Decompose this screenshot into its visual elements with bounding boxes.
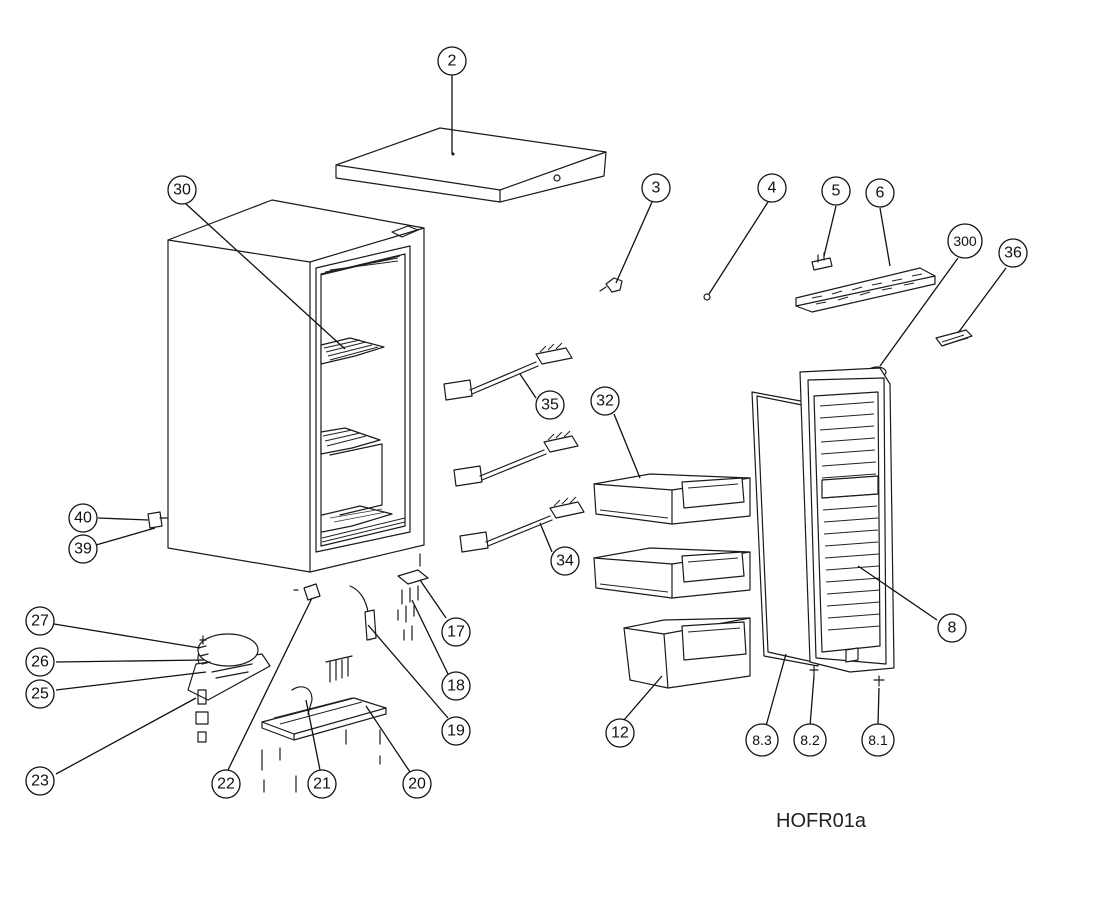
svg-text:27: 27 (31, 613, 49, 630)
callout-25: 25 (25, 679, 55, 709)
callout-19: 19 (441, 716, 471, 746)
top-cover-part (335, 127, 607, 203)
svg-text:3: 3 (652, 180, 661, 197)
callout-39: 39 (68, 534, 98, 564)
callout-30: 30 (167, 175, 197, 205)
svg-text:23: 23 (31, 773, 49, 790)
svg-text:19: 19 (447, 723, 465, 740)
door-assembly (751, 367, 895, 687)
callout-20: 20 (402, 769, 432, 799)
svg-text:30: 30 (173, 182, 191, 199)
svg-text:34: 34 (556, 553, 574, 570)
callout-40: 40 (68, 503, 98, 533)
cabinet-body-part (167, 199, 425, 573)
callout-8: 8 (937, 613, 967, 643)
compressor-assembly (187, 553, 429, 793)
svg-text:26: 26 (31, 654, 49, 671)
callout-8-3: 8.3 (745, 723, 779, 757)
small-top-parts (599, 252, 973, 378)
svg-text:8.2: 8.2 (800, 732, 820, 748)
svg-text:5: 5 (832, 183, 841, 200)
svg-text:18: 18 (447, 678, 465, 695)
callout-22: 22 (211, 769, 241, 799)
svg-text:39: 39 (74, 541, 92, 558)
callout-36: 36 (998, 238, 1028, 268)
svg-text:8.3: 8.3 (752, 732, 772, 748)
callout-17: 17 (441, 617, 471, 647)
shelf-rails (443, 342, 585, 553)
svg-text:2: 2 (448, 53, 457, 70)
callout-32: 32 (590, 386, 620, 416)
callout-2: 2 (437, 46, 467, 76)
callout-6: 6 (865, 178, 895, 208)
svg-text:21: 21 (313, 776, 331, 793)
svg-text:22: 22 (217, 776, 235, 793)
svg-text:12: 12 (611, 725, 629, 742)
svg-text:35: 35 (541, 397, 559, 414)
callout-26: 26 (25, 647, 55, 677)
svg-text:32: 32 (596, 393, 614, 410)
svg-text:20: 20 (408, 776, 426, 793)
callout-4: 4 (757, 173, 787, 203)
svg-text:17: 17 (447, 624, 465, 641)
callout-34: 34 (550, 546, 580, 576)
callout-35: 35 (535, 390, 565, 420)
callout-27: 27 (25, 606, 55, 636)
callout-8-2: 8.2 (793, 723, 827, 757)
callout-23: 23 (25, 766, 55, 796)
diagram-caption: HOFR01a (776, 810, 867, 832)
callout-8-1: 8.1 (861, 723, 895, 757)
leader-lines (53, 74, 1007, 775)
callout-12: 12 (605, 718, 635, 748)
callout-300: 300 (947, 223, 983, 259)
svg-text:4: 4 (768, 180, 777, 197)
svg-text:8: 8 (948, 620, 957, 637)
svg-text:300: 300 (953, 233, 977, 249)
svg-text:40: 40 (74, 510, 92, 527)
callout-21: 21 (307, 769, 337, 799)
callout-18: 18 (441, 671, 471, 701)
rear-fitting (147, 511, 169, 529)
svg-text:6: 6 (876, 185, 885, 202)
callout-5: 5 (821, 176, 851, 206)
crisper-drawers (593, 473, 751, 689)
svg-text:8.1: 8.1 (868, 732, 888, 748)
callout-3: 3 (641, 173, 671, 203)
svg-text:25: 25 (31, 686, 49, 703)
svg-text:36: 36 (1004, 245, 1022, 262)
